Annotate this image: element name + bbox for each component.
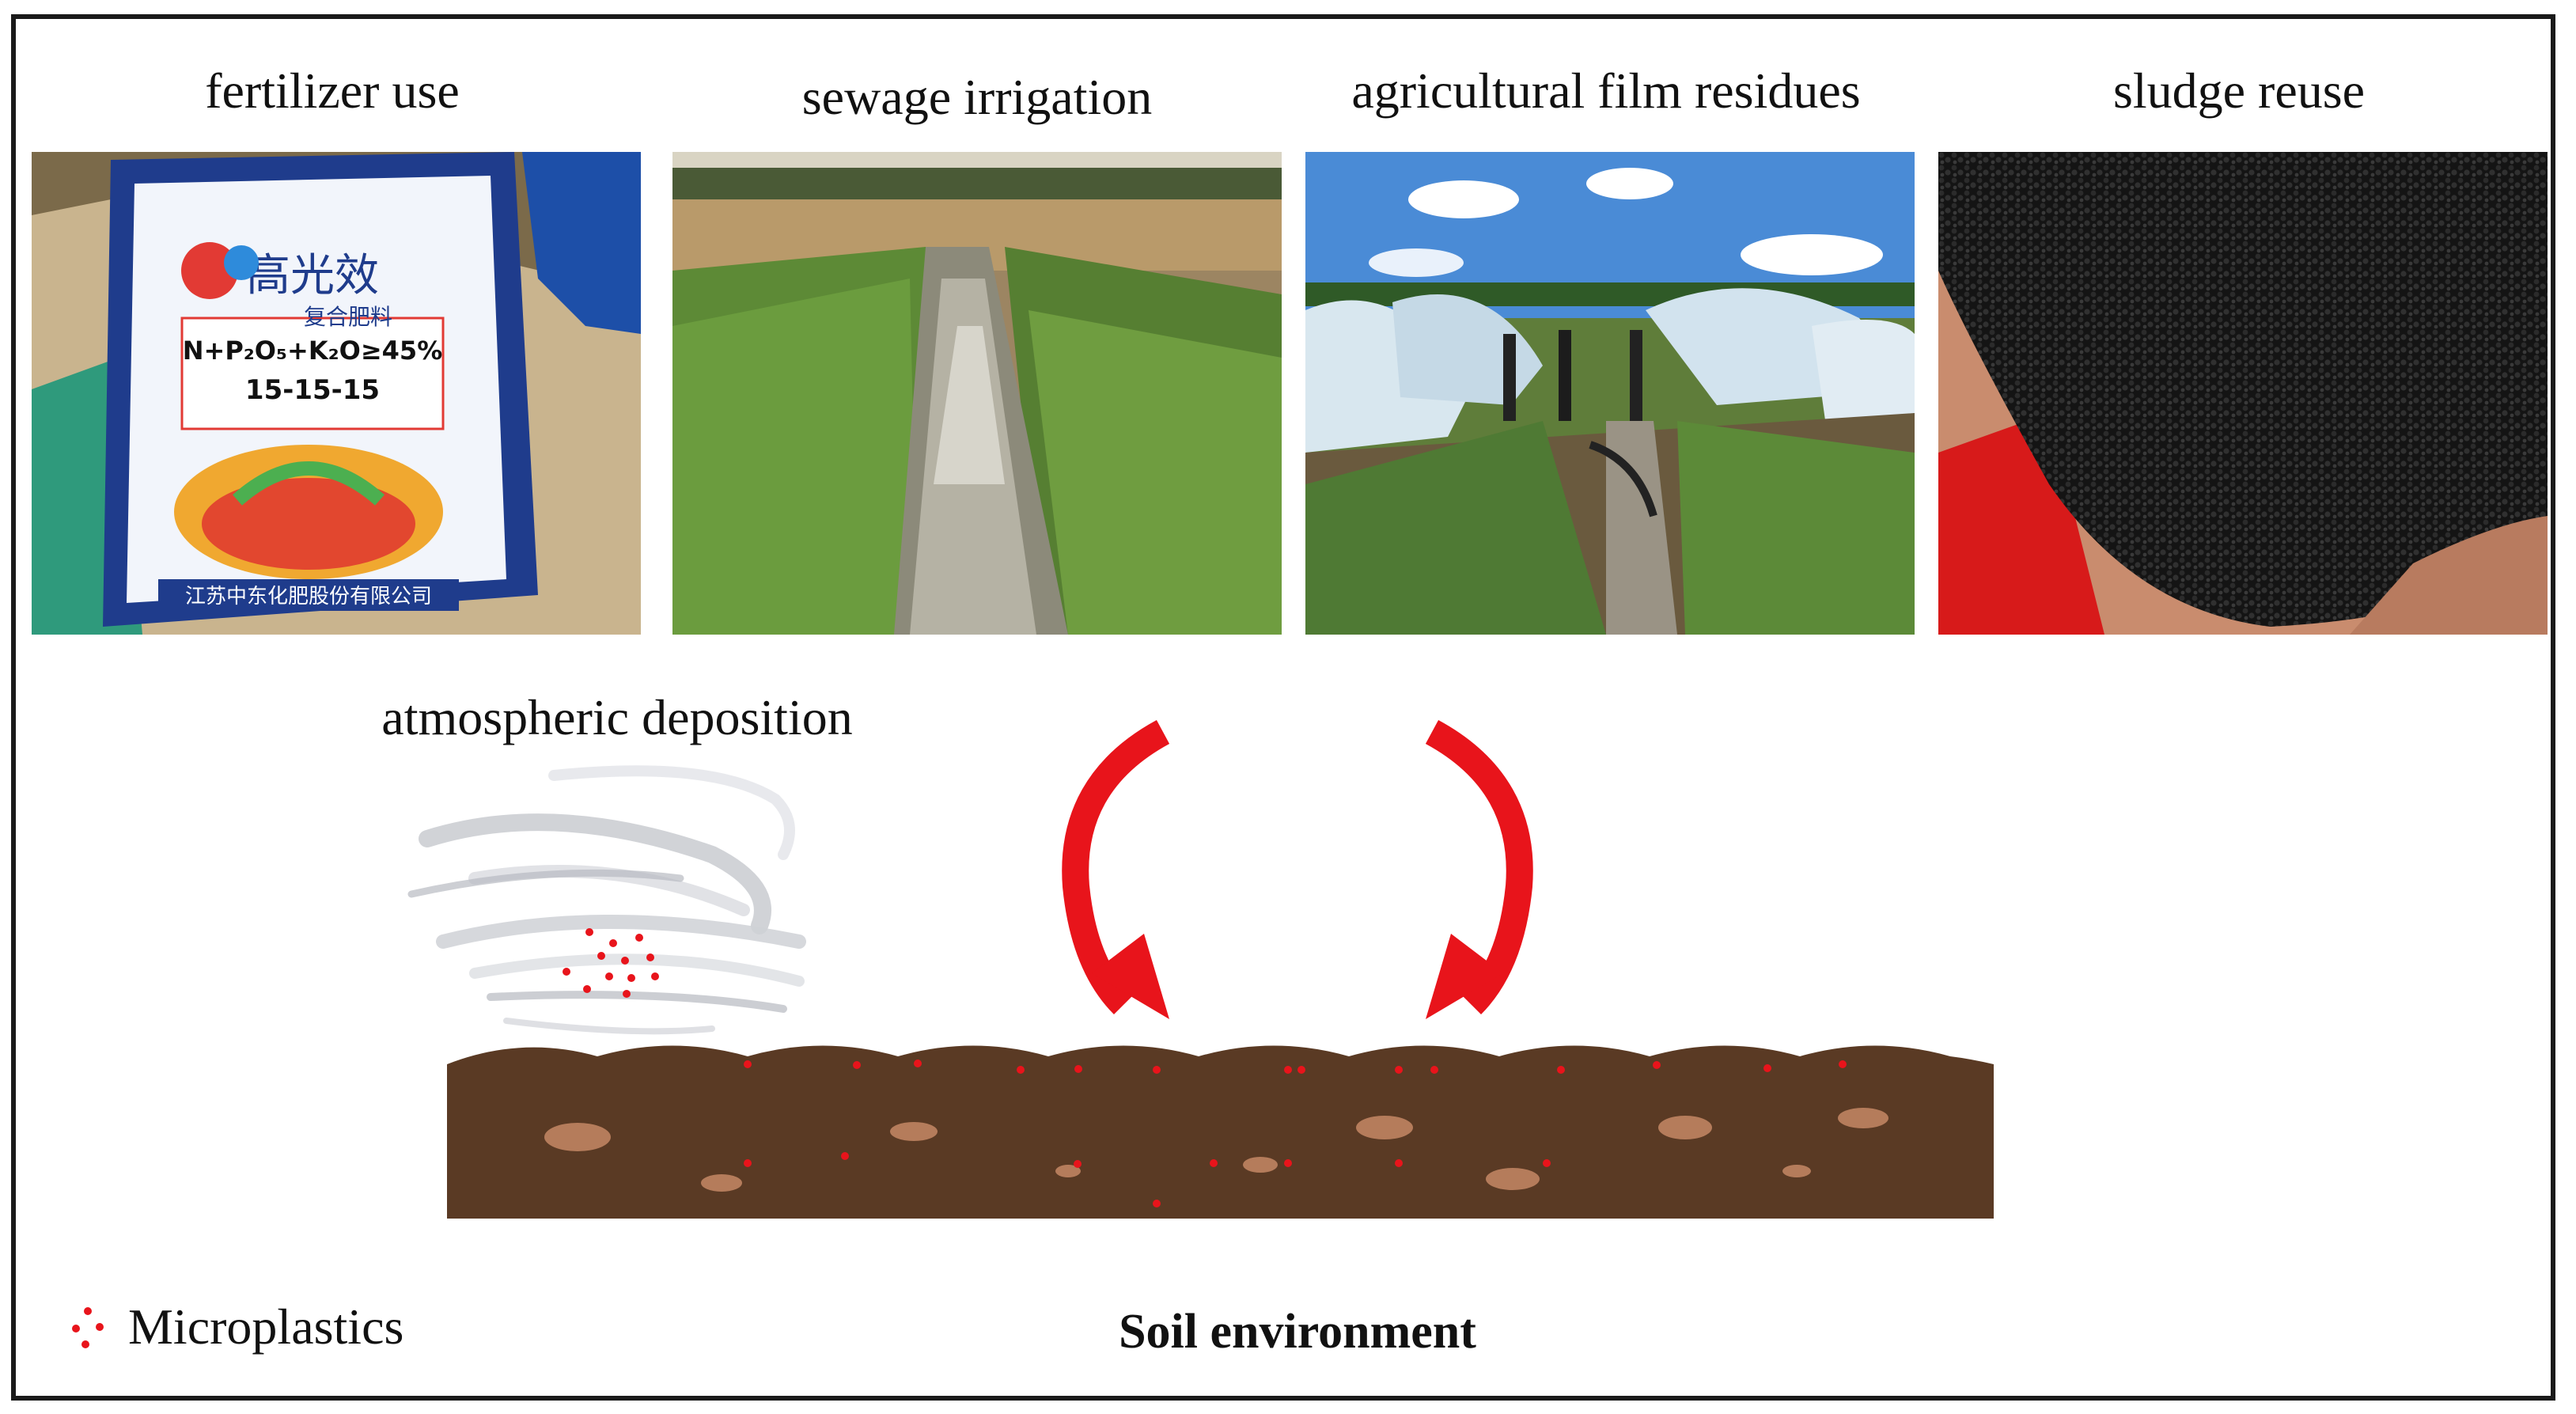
caption-sewage-irrigation: sewage irrigation [801, 69, 1153, 125]
microplastics-legend-icon [72, 1307, 104, 1348]
soil-layer [447, 1045, 1994, 1219]
fertilizer-photo: 高光效 复合肥料 N+P₂O₅+K₂O≥45% 15-15-15 江苏中东化肥股… [32, 152, 641, 635]
soil-environment-label: Soil environment [1119, 1305, 1476, 1359]
atmospheric-deposition-label: atmospheric deposition [381, 689, 853, 745]
right-curved-arrow [1425, 720, 1533, 1019]
airborne-microplastics [563, 928, 659, 998]
bag-formula: N+P₂O₅+K₂O≥45% [183, 335, 443, 366]
caption-fertilizer-use: fertilizer use [205, 63, 460, 119]
sewage-irrigation-photo [672, 152, 1282, 635]
caption-agricultural-film-residues: agricultural film residues [1351, 63, 1861, 119]
bag-sub-text: 复合肥料 [304, 304, 392, 330]
agricultural-film-photo [1305, 152, 1915, 635]
bag-brand-text: 高光效 [246, 250, 379, 301]
left-curved-arrow [1062, 720, 1170, 1019]
microplastics-legend-label: Microplastics [128, 1298, 404, 1355]
bag-ratio: 15-15-15 [245, 374, 380, 406]
legend: Microplastics [66, 1298, 403, 1356]
bag-company: 江苏中东化肥股份有限公司 [185, 585, 432, 608]
caption-sludge-reuse: sludge reuse [2112, 63, 2366, 119]
sludge-reuse-photo [1938, 152, 2548, 635]
atmospheric-swirl [407, 765, 806, 1035]
soil-microplastics [744, 1060, 1847, 1207]
